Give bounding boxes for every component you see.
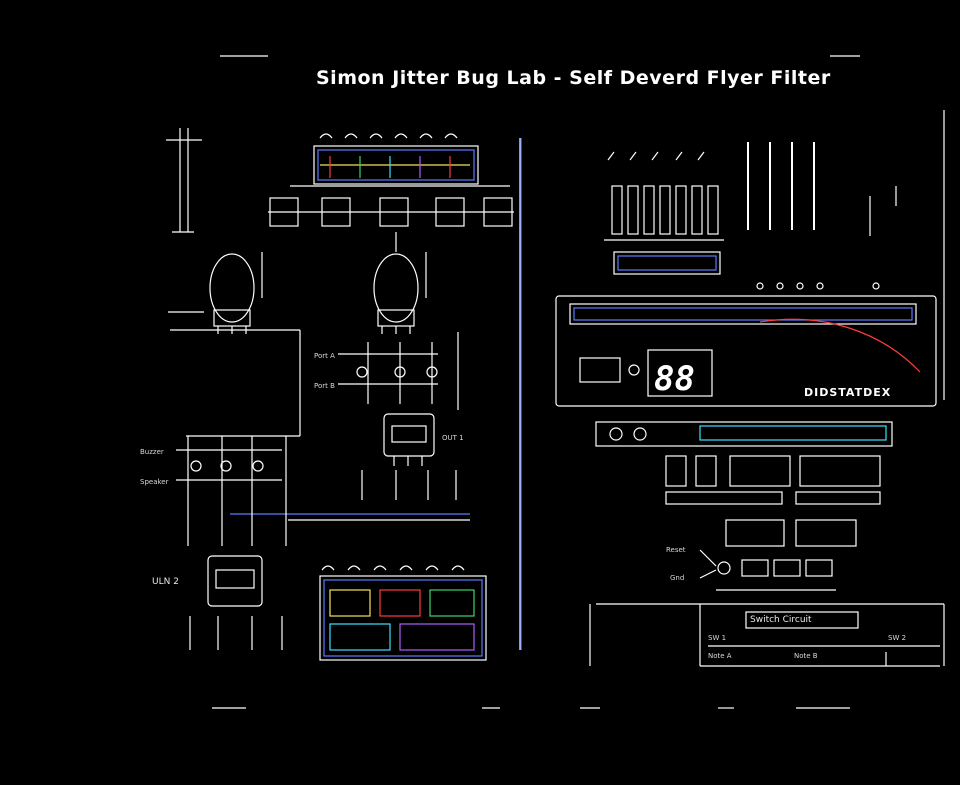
middle-bus	[170, 329, 459, 437]
chip-rows	[665, 455, 881, 547]
switch-cluster: Reset Gnd	[666, 546, 836, 591]
pins-middle	[230, 470, 470, 521]
display-brand: DIDSTATDEX	[804, 386, 891, 399]
ic-label-middle: OUT 1	[442, 434, 464, 442]
stage-label-b: Port B	[314, 382, 335, 390]
display-module: 88 DIDSTATDEX	[555, 295, 937, 407]
header-strip	[613, 251, 880, 290]
label-buzzer: Buzzer	[140, 448, 164, 456]
diagram-title: Simon Jitter Bug Lab - Self Deverd Flyer…	[316, 67, 831, 89]
left-panel: Port A Port B OUT 1	[140, 128, 522, 661]
display-digits: 88	[654, 359, 695, 399]
schematic-sw1: SW 1	[708, 634, 726, 642]
vertical-posts	[747, 110, 945, 400]
upper-transistor-left	[168, 252, 263, 334]
schematic-sw2: SW 2	[888, 634, 906, 642]
label-reset: Reset	[666, 546, 686, 554]
ic-label-lower-left: ULN 2	[152, 577, 179, 587]
schematic-note2: Note B	[794, 652, 818, 660]
top-connector-bank	[290, 133, 510, 187]
stage-lower-left: Buzzer Speaker	[140, 436, 287, 546]
label-ground: Gnd	[670, 574, 684, 582]
upper-transistor-right	[373, 232, 427, 334]
schematic-title: Switch Circuit	[750, 615, 812, 625]
display-connector	[595, 421, 893, 447]
stage-middle: Port A Port B	[314, 342, 438, 404]
label-speaker: Speaker	[140, 478, 169, 486]
bottom-colored-board	[319, 565, 487, 661]
right-panel: 88 DIDSTATDEX Reset Gnd	[555, 110, 945, 667]
resistor-bank	[604, 151, 724, 241]
stage-label-a: Port A	[314, 352, 335, 360]
switch-row	[268, 138, 522, 650]
power-post	[166, 128, 202, 233]
schematic-note1: Note A	[708, 652, 732, 660]
ic-chip-lower-left: ULN 2	[152, 555, 283, 650]
ic-chip-middle: OUT 1	[383, 413, 464, 466]
schematic-box: Switch Circuit SW 1 SW 2 Note A Note B	[589, 603, 945, 667]
